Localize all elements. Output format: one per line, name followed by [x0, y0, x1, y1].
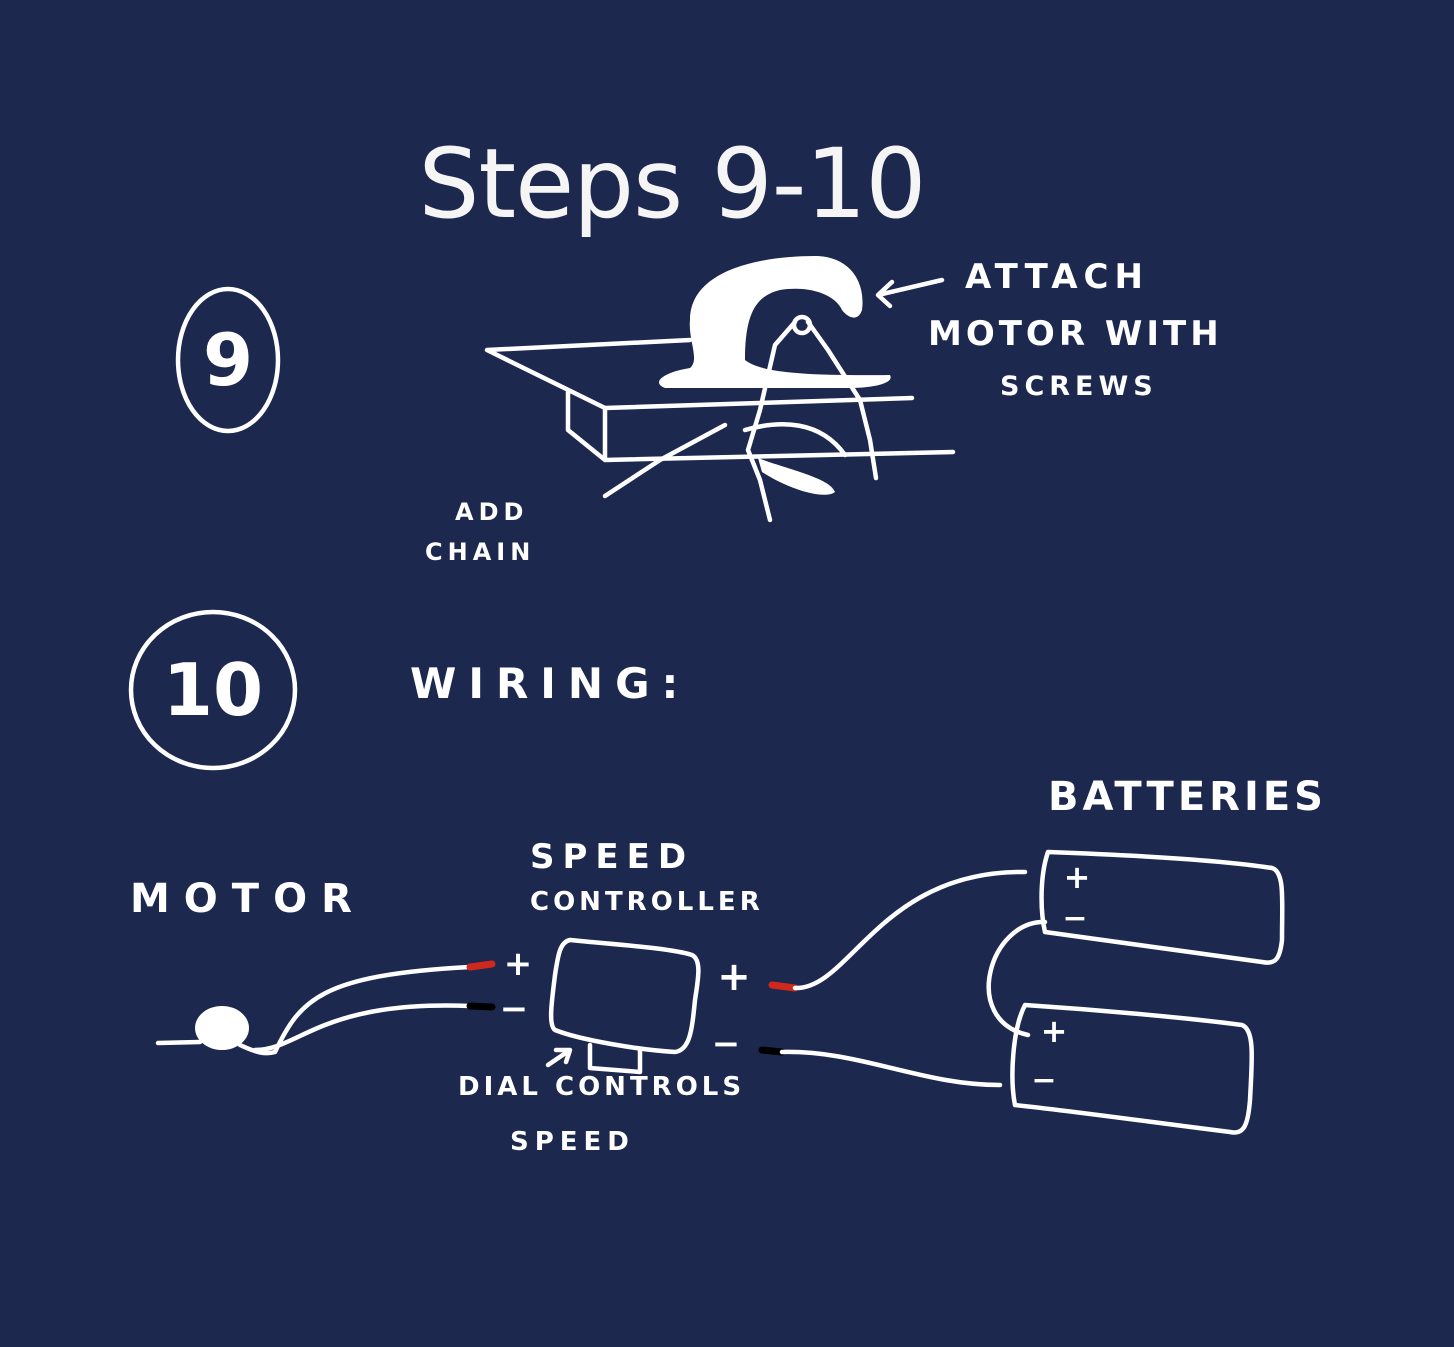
dial-label-line2: SPEED — [510, 1127, 635, 1157]
attach-label-line3: SCREWS — [1000, 371, 1158, 402]
step-10: 10 WIRING: MOTOR + − SPEED CONTROLLER DI… — [128, 609, 1327, 1157]
chain-label-line2: CHAIN — [425, 538, 535, 566]
controller-label-line2: CONTROLLER — [530, 887, 764, 917]
motor-sketch — [659, 256, 891, 523]
dial-arrow — [545, 1047, 573, 1068]
dial-label-line1: DIAL CONTROLS — [458, 1072, 745, 1102]
step-10-number: 10 — [163, 648, 263, 732]
motor-negative-lead — [466, 1002, 496, 1011]
motor-icon — [195, 1006, 249, 1050]
chain-arrow — [602, 422, 728, 499]
attach-label-line2: MOTOR WITH — [928, 314, 1223, 354]
battery-negative-wire — [779, 1049, 1003, 1088]
battery-series-wire — [986, 919, 1048, 1038]
controller-negative-lead — [758, 1046, 786, 1056]
speed-controller-icon — [548, 937, 701, 1075]
controller-label-line1: SPEED — [530, 837, 694, 877]
step-9: 9 ATTACH MOTOR WITH SCREWS ADD CHAIN — [175, 256, 1223, 566]
battery-1-icon — [1039, 849, 1285, 965]
motor-label: MOTOR — [130, 876, 366, 922]
batteries-label: BATTERIES — [1048, 774, 1327, 820]
step-9-circle — [175, 286, 281, 434]
battery-2-icon — [1010, 1002, 1255, 1135]
step-9-number: 9 — [203, 318, 253, 402]
battery-positive-wire — [792, 869, 1028, 991]
battery-2-minus-sign: − — [1031, 1063, 1056, 1098]
wiring-heading: WIRING: — [410, 659, 690, 708]
controller-positive-lead — [768, 981, 799, 992]
board-sketch — [484, 337, 956, 463]
motor-positive-lead — [466, 960, 496, 971]
battery-1-minus-sign: − — [1062, 901, 1087, 936]
battery-1-plus-sign: + — [1064, 858, 1091, 896]
motor-plus-sign: + — [504, 944, 533, 984]
step-10-circle — [128, 609, 298, 771]
chain-label-line1: ADD — [455, 498, 528, 526]
motor-minus-sign: − — [500, 989, 529, 1029]
controller-minus-sign: − — [712, 1024, 741, 1064]
attach-label-line1: ATTACH — [965, 257, 1149, 297]
controller-plus-sign: + — [717, 954, 751, 1000]
battery-2-plus-sign: + — [1041, 1012, 1068, 1050]
attach-arrow — [875, 277, 945, 309]
motor-wiring — [155, 960, 496, 1056]
page-title: Steps 9-10 — [418, 128, 927, 240]
